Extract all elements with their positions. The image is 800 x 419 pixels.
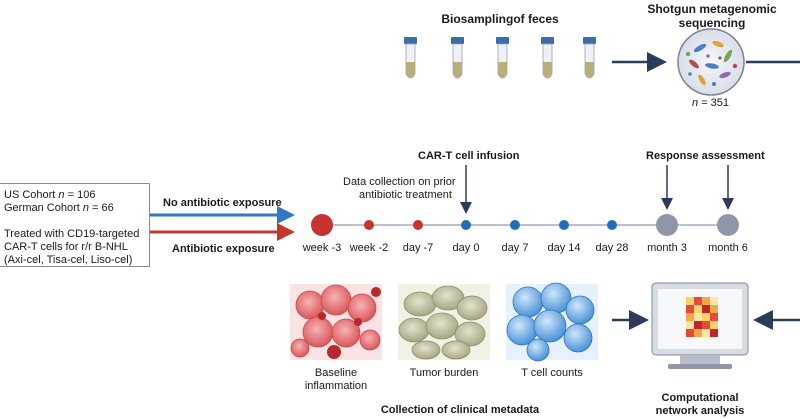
n-symbol: n [58, 189, 65, 201]
treatment-line1: Treated with CD19-targeted [4, 228, 140, 240]
treatment-line2: CAR-T cells for r/r B-NHL [4, 241, 128, 253]
microbiome-circle-icon [677, 28, 745, 96]
timepoint-label: day -7 [402, 242, 434, 254]
sample-count: n = 351 [692, 97, 729, 110]
tumor-burden-label: Tumor burden [409, 367, 479, 379]
timepoint-marker [607, 220, 617, 230]
timepoint-marker [364, 220, 374, 230]
us-cohort-value: = 106 [64, 189, 96, 201]
baseline-label-line2: inflammation [304, 380, 368, 392]
timepoint-marker [656, 214, 678, 236]
timepoint-marker [413, 220, 423, 230]
us-cohort-prefix: US Cohort [4, 189, 59, 201]
data-collection-line2: antibiotic treatment [359, 189, 452, 201]
timepoint-label: week -2 [349, 242, 389, 254]
timepoint-marker [311, 214, 333, 236]
timepoint-marker [559, 220, 569, 230]
german-cohort-label: German Cohort n = 66 [4, 202, 114, 215]
biosampling-title: Biosamplingof feces [441, 12, 559, 26]
timepoint-marker [510, 220, 520, 230]
timeline-points [311, 214, 739, 236]
inflammation-cells-icon [290, 284, 382, 360]
no-antibiotic-label: No antibiotic exposure [163, 197, 282, 209]
us-cohort-label: US Cohort n = 106 [4, 189, 95, 202]
analysis-title-line2: network analysis [655, 405, 745, 417]
timepoint-label: month 3 [647, 242, 687, 254]
timepoint-label: day 14 [547, 242, 581, 254]
n-symbol: n [692, 97, 699, 109]
analysis-title-line1: Computational [661, 392, 739, 404]
german-cohort-value: = 66 [89, 202, 114, 214]
sequencing-title-line2: sequencing [678, 16, 746, 30]
timepoint-label: day 0 [452, 242, 480, 254]
sequencing-title-line1: Shotgun metagenomic [647, 2, 777, 16]
monitor-icon [651, 282, 749, 369]
timepoint-label: week -3 [302, 242, 342, 254]
cohort-box [0, 183, 150, 267]
test-tube-icon [541, 37, 554, 79]
data-collection-line1: Data collection on prior [343, 176, 456, 188]
collection-title: Collection of clinical metadata [380, 404, 540, 416]
timepoint-label: day 7 [501, 242, 529, 254]
t-cells-icon [506, 282, 598, 362]
test-tube-icon [583, 37, 596, 79]
german-cohort-prefix: German Cohort [4, 202, 83, 214]
timepoint-marker [717, 214, 739, 236]
timepoint-marker [461, 220, 471, 230]
car-t-infusion-label: CAR-T cell infusion [418, 150, 520, 162]
timepoint-label: month 6 [708, 242, 748, 254]
n-symbol: n [82, 202, 89, 214]
antibiotic-label: Antibiotic exposure [172, 243, 275, 255]
sample-count-value: = 351 [701, 97, 730, 109]
tumor-cells-icon [398, 284, 490, 360]
test-tube-icon [451, 37, 464, 79]
feces-tubes [404, 37, 596, 79]
heatmap-icon [686, 297, 718, 337]
t-cell-counts-label: T cell counts [521, 367, 583, 379]
test-tube-icon [496, 37, 509, 79]
timepoint-label: day 28 [595, 242, 629, 254]
baseline-label-line1: Baseline [314, 367, 358, 379]
response-assessment-label: Response assessment [646, 150, 765, 162]
treatment-line3: (Axi-cel, Tisa-cel, Liso-cel) [4, 254, 133, 266]
test-tube-icon [404, 37, 417, 79]
